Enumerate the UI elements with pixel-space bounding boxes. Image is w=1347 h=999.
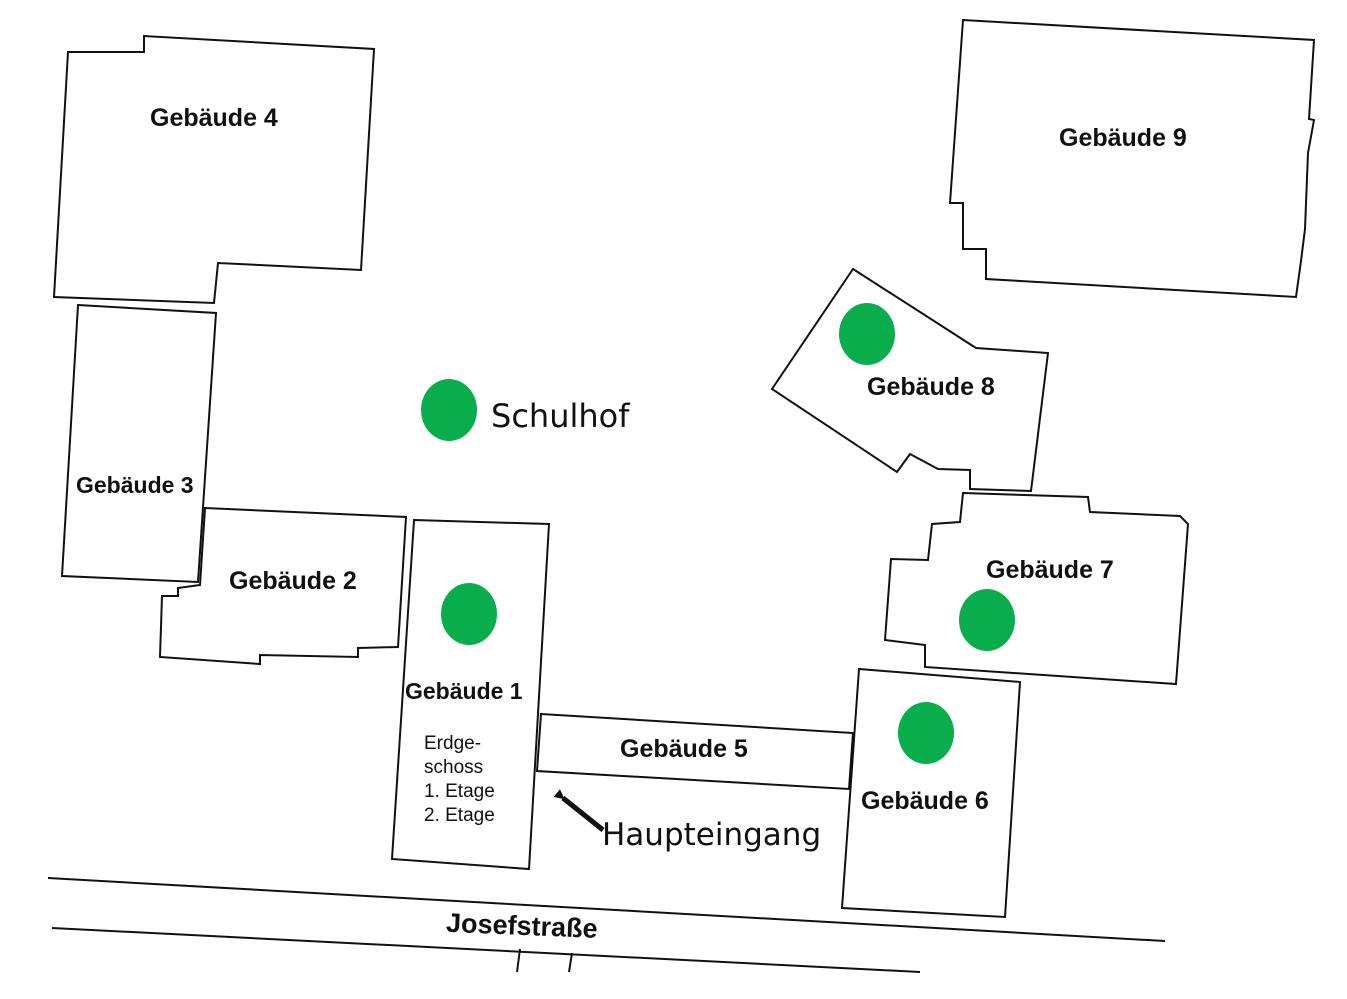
floor-first: 1. Etage [424, 781, 495, 802]
floor-ground-1: Erdge- [424, 733, 481, 754]
building-9-label: Gebäude 9 [1059, 124, 1187, 152]
building-4-outline [52, 34, 376, 305]
building-6-label: Gebäude 6 [861, 787, 989, 815]
building-7-outline [883, 491, 1190, 686]
street-label: Josefstraße [446, 908, 599, 944]
building-1[interactable]: Gebäude 1 Erdge- schoss 1. Etage 2. Etag… [390, 518, 551, 871]
building-8-label: Gebäude 8 [867, 373, 995, 401]
main-entrance[interactable]: Haupteingang [553, 789, 821, 853]
building-1-label: Gebäude 1 [405, 678, 523, 704]
main-entrance-label: Haupteingang [602, 817, 821, 853]
building-5[interactable]: Gebäude 5 [535, 712, 855, 791]
arrow-up-left-icon [553, 789, 605, 832]
building-2-label: Gebäude 2 [229, 567, 357, 595]
building-6-marker-icon[interactable] [898, 702, 954, 764]
building-6-outline [840, 667, 1022, 919]
building-8[interactable]: Gebäude 8 [770, 267, 1050, 493]
markers [421, 303, 1015, 764]
building-5-label: Gebäude 5 [620, 735, 748, 763]
building-1-marker-icon[interactable] [441, 583, 497, 645]
building-3-outline [60, 303, 218, 584]
floor-second: 2. Etage [424, 805, 495, 826]
schoolyard[interactable]: Schulhof [491, 397, 630, 435]
building-8-marker-icon[interactable] [839, 303, 895, 365]
schoolyard-marker-icon[interactable] [421, 379, 477, 441]
building-3-label: Gebäude 3 [76, 472, 194, 498]
building-1-outline [390, 518, 551, 871]
floor-ground-2: schoss [424, 757, 483, 778]
building-9-outline [948, 18, 1316, 299]
building-6[interactable]: Gebäude 6 [840, 667, 1022, 919]
building-2[interactable]: Gebäude 2 [158, 506, 408, 666]
street-edge-top [47, 877, 1166, 942]
building-7[interactable]: Gebäude 7 [883, 491, 1190, 686]
side-street-left [516, 948, 521, 973]
street-josefstrasse: Josefstraße [47, 877, 1166, 973]
building-4-label: Gebäude 4 [150, 104, 278, 132]
street-edge-bottom [51, 927, 921, 973]
schoolyard-label: Schulhof [491, 397, 630, 435]
building-4[interactable]: Gebäude 4 [52, 34, 376, 305]
building-5-outline [535, 712, 855, 791]
building-3[interactable]: Gebäude 3 [60, 303, 218, 584]
building-9[interactable]: Gebäude 9 [948, 18, 1316, 299]
side-street-right [568, 952, 573, 973]
building-7-marker-icon[interactable] [959, 589, 1015, 651]
building-2-outline [158, 506, 408, 666]
building-7-label: Gebäude 7 [986, 556, 1114, 584]
